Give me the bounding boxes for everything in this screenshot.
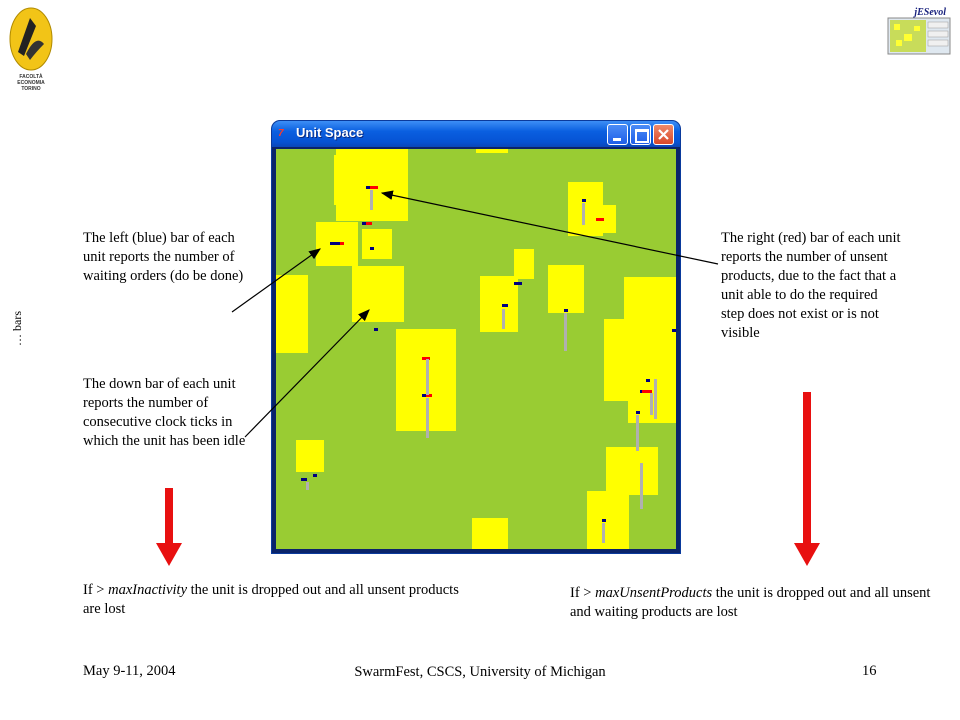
inactivity-condition-suffix: the unit is dropped out and all unsent p… bbox=[83, 582, 459, 617]
footer-event: SwarmFest, CSCS, University of Michigan bbox=[354, 664, 606, 680]
right-bar-annotation: The right (red) bar of each unit reports… bbox=[721, 230, 901, 341]
maximize-icon bbox=[635, 129, 649, 143]
window-title: Unit Space bbox=[296, 125, 364, 140]
logo-title: jESevol bbox=[912, 7, 946, 18]
idle-bar bbox=[602, 523, 605, 543]
unit-block bbox=[416, 331, 444, 421]
red-arrow-left-head bbox=[156, 543, 182, 566]
side-label: … bars bbox=[2, 300, 32, 360]
unsent-products-bar bbox=[426, 394, 432, 397]
idle-bar bbox=[654, 379, 657, 419]
maximize-button[interactable] bbox=[630, 124, 651, 145]
close-icon bbox=[658, 129, 669, 140]
idle-bar bbox=[582, 203, 585, 225]
idle-bar bbox=[650, 393, 653, 415]
waiting-orders-bar bbox=[514, 282, 522, 285]
unit-block bbox=[514, 249, 534, 279]
inactivity-condition: If > maxInactivity the unit is dropped o… bbox=[83, 581, 463, 619]
waiting-orders-bar bbox=[370, 247, 374, 250]
unsent-products-bar bbox=[370, 186, 378, 189]
close-button[interactable] bbox=[653, 124, 674, 145]
waiting-orders-bar bbox=[301, 478, 307, 481]
minimize-icon bbox=[613, 138, 621, 141]
red-arrow-right-head bbox=[794, 543, 820, 566]
side-label-text: … bars bbox=[10, 311, 24, 346]
idle-bar bbox=[502, 309, 505, 329]
waiting-orders-bar bbox=[374, 328, 378, 331]
waiting-orders-bar bbox=[582, 199, 586, 202]
red-arrow-right-shaft bbox=[803, 392, 811, 544]
waiting-orders-bar bbox=[330, 242, 340, 245]
unit-block bbox=[296, 440, 324, 472]
faculty-logo: FACOLTÀ ECONOMIA TORINO bbox=[6, 4, 56, 94]
unsent-condition: If > maxUnsentProducts the unit is dropp… bbox=[570, 584, 950, 622]
unsent-products-bar bbox=[596, 218, 604, 221]
unit-block bbox=[276, 289, 288, 341]
footer-page-number: 16 bbox=[862, 663, 877, 679]
unsent-condition-suffix: the unit is dropped out and all unsent a… bbox=[570, 585, 931, 620]
waiting-orders-bar bbox=[602, 519, 606, 522]
app-icon: 7 bbox=[278, 128, 284, 139]
logo-text-line2: ECONOMIA bbox=[17, 80, 45, 86]
idle-bar bbox=[426, 398, 429, 438]
waiting-orders-bar bbox=[362, 222, 366, 225]
window-titlebar[interactable]: 7 Unit Space bbox=[272, 121, 680, 147]
unit-block bbox=[352, 266, 404, 322]
waiting-orders-bar bbox=[422, 394, 428, 397]
waiting-orders-bar bbox=[366, 186, 370, 189]
max-inactivity-param: maxInactivity bbox=[108, 582, 188, 598]
unit-block bbox=[480, 276, 518, 332]
jesevol-logo: jESevol bbox=[884, 4, 954, 56]
unit-block bbox=[334, 155, 374, 205]
max-unsent-param: maxUnsentProducts bbox=[595, 585, 713, 601]
unsent-condition-prefix: If > bbox=[570, 585, 596, 601]
idle-bar bbox=[636, 415, 639, 451]
idle-bar bbox=[370, 190, 373, 210]
unit-block bbox=[472, 518, 508, 549]
unit-space-canvas[interactable] bbox=[276, 149, 676, 549]
unit-block bbox=[476, 149, 508, 153]
waiting-orders-bar bbox=[636, 411, 640, 414]
minimize-button[interactable] bbox=[607, 124, 628, 145]
unit-block bbox=[587, 491, 629, 549]
unsent-products-bar bbox=[642, 390, 652, 393]
waiting-orders-bar bbox=[313, 474, 317, 477]
idle-bar bbox=[426, 359, 429, 395]
waiting-orders-bar bbox=[646, 379, 650, 382]
unsent-products-bar bbox=[422, 357, 430, 360]
waiting-orders-bar bbox=[502, 304, 508, 307]
unit-block bbox=[606, 447, 658, 495]
unit-space-window[interactable]: 7 Unit Space bbox=[272, 121, 680, 553]
idle-bar bbox=[306, 482, 309, 490]
logo-text-line1: FACOLTÀ bbox=[19, 73, 43, 80]
waiting-orders-bar bbox=[672, 329, 676, 332]
unsent-products-bar bbox=[340, 242, 344, 245]
unit-block bbox=[362, 229, 392, 259]
unsent-products-bar bbox=[366, 222, 372, 225]
waiting-orders-bar bbox=[564, 309, 568, 312]
idle-bar bbox=[640, 463, 643, 509]
unit-space-drawing bbox=[276, 149, 676, 549]
unit-block bbox=[548, 265, 584, 313]
footer-date: May 9-11, 2004 bbox=[83, 663, 176, 679]
logo-text-line3: TORINO bbox=[21, 86, 40, 92]
idle-bar bbox=[564, 313, 567, 351]
inactivity-condition-prefix: If > bbox=[83, 582, 109, 598]
left-bar-annotation: The left (blue) bar of each unit reports… bbox=[83, 230, 244, 284]
down-bar-annotation: The down bar of each unit reports the nu… bbox=[83, 376, 246, 449]
red-arrow-left-shaft bbox=[165, 488, 173, 544]
